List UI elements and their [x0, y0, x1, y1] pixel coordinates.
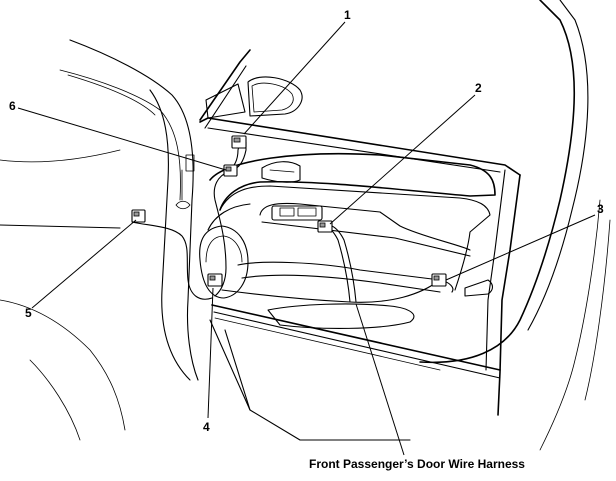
- leader-lines: [17, 21, 596, 456]
- door-outer-panel: [224, 0, 611, 451]
- connector-6: [223, 164, 238, 177]
- connector-2: [317, 220, 333, 233]
- connector-3: [431, 273, 447, 287]
- vehicle-body-outline: [0, 39, 199, 441]
- callout-1: 1: [344, 8, 351, 22]
- door-trim-panel: [199, 152, 496, 329]
- callout-2: 2: [475, 81, 482, 95]
- callout-4: 4: [203, 420, 210, 434]
- callout-5: 5: [25, 306, 32, 320]
- door-sill: [209, 304, 501, 441]
- connector-5: [131, 209, 146, 223]
- door-frame: [199, 49, 521, 176]
- connector-4: [207, 273, 223, 287]
- connector-1: [231, 135, 247, 149]
- callout-6: 6: [9, 99, 16, 113]
- callout-3: 3: [597, 202, 604, 216]
- wire-harness: [131, 141, 441, 303]
- harness-caption: Front Passenger’s Door Wire Harness: [309, 457, 525, 471]
